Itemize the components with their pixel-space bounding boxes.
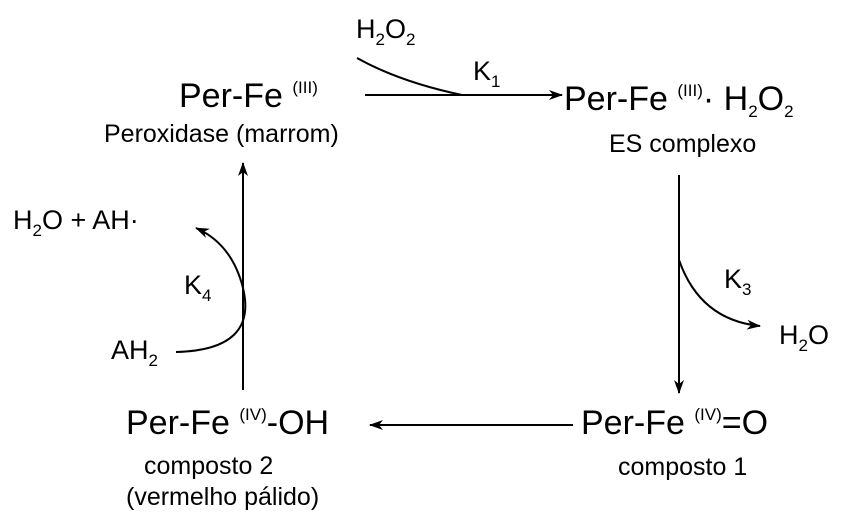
h2o2-label: H2O2 <box>356 14 416 49</box>
h2o-k3-curve <box>678 259 761 330</box>
k4-label: K4 <box>184 270 212 305</box>
h2o-ah-label: H2O + AH· <box>13 205 139 240</box>
h2o-product-label: H2O <box>779 320 829 355</box>
ah2-k4-curve <box>175 227 247 353</box>
composto-2-name: composto 2 <box>144 452 274 480</box>
per-fe-iii-label: Per-Fe (III) <box>179 77 318 115</box>
composto-2-color: (vermelho pálido) <box>126 483 320 511</box>
es-complex-label: Per-Fe (III)· H2O2 <box>564 80 794 121</box>
composto-1-label: Per-Fe (IV)=O <box>581 404 769 442</box>
peroxidase-name: Peroxidase (marrom) <box>104 120 339 148</box>
k1-label: K1 <box>473 56 501 91</box>
ah2-label: AH2 <box>111 335 158 370</box>
composto-2-label: Per-Fe (IV)-OH <box>126 404 330 442</box>
h2o2-curve <box>356 57 463 96</box>
composto-1-name: composto 1 <box>618 453 748 481</box>
es-complex-name: ES complexo <box>609 130 757 158</box>
k3-label: K3 <box>724 264 752 299</box>
